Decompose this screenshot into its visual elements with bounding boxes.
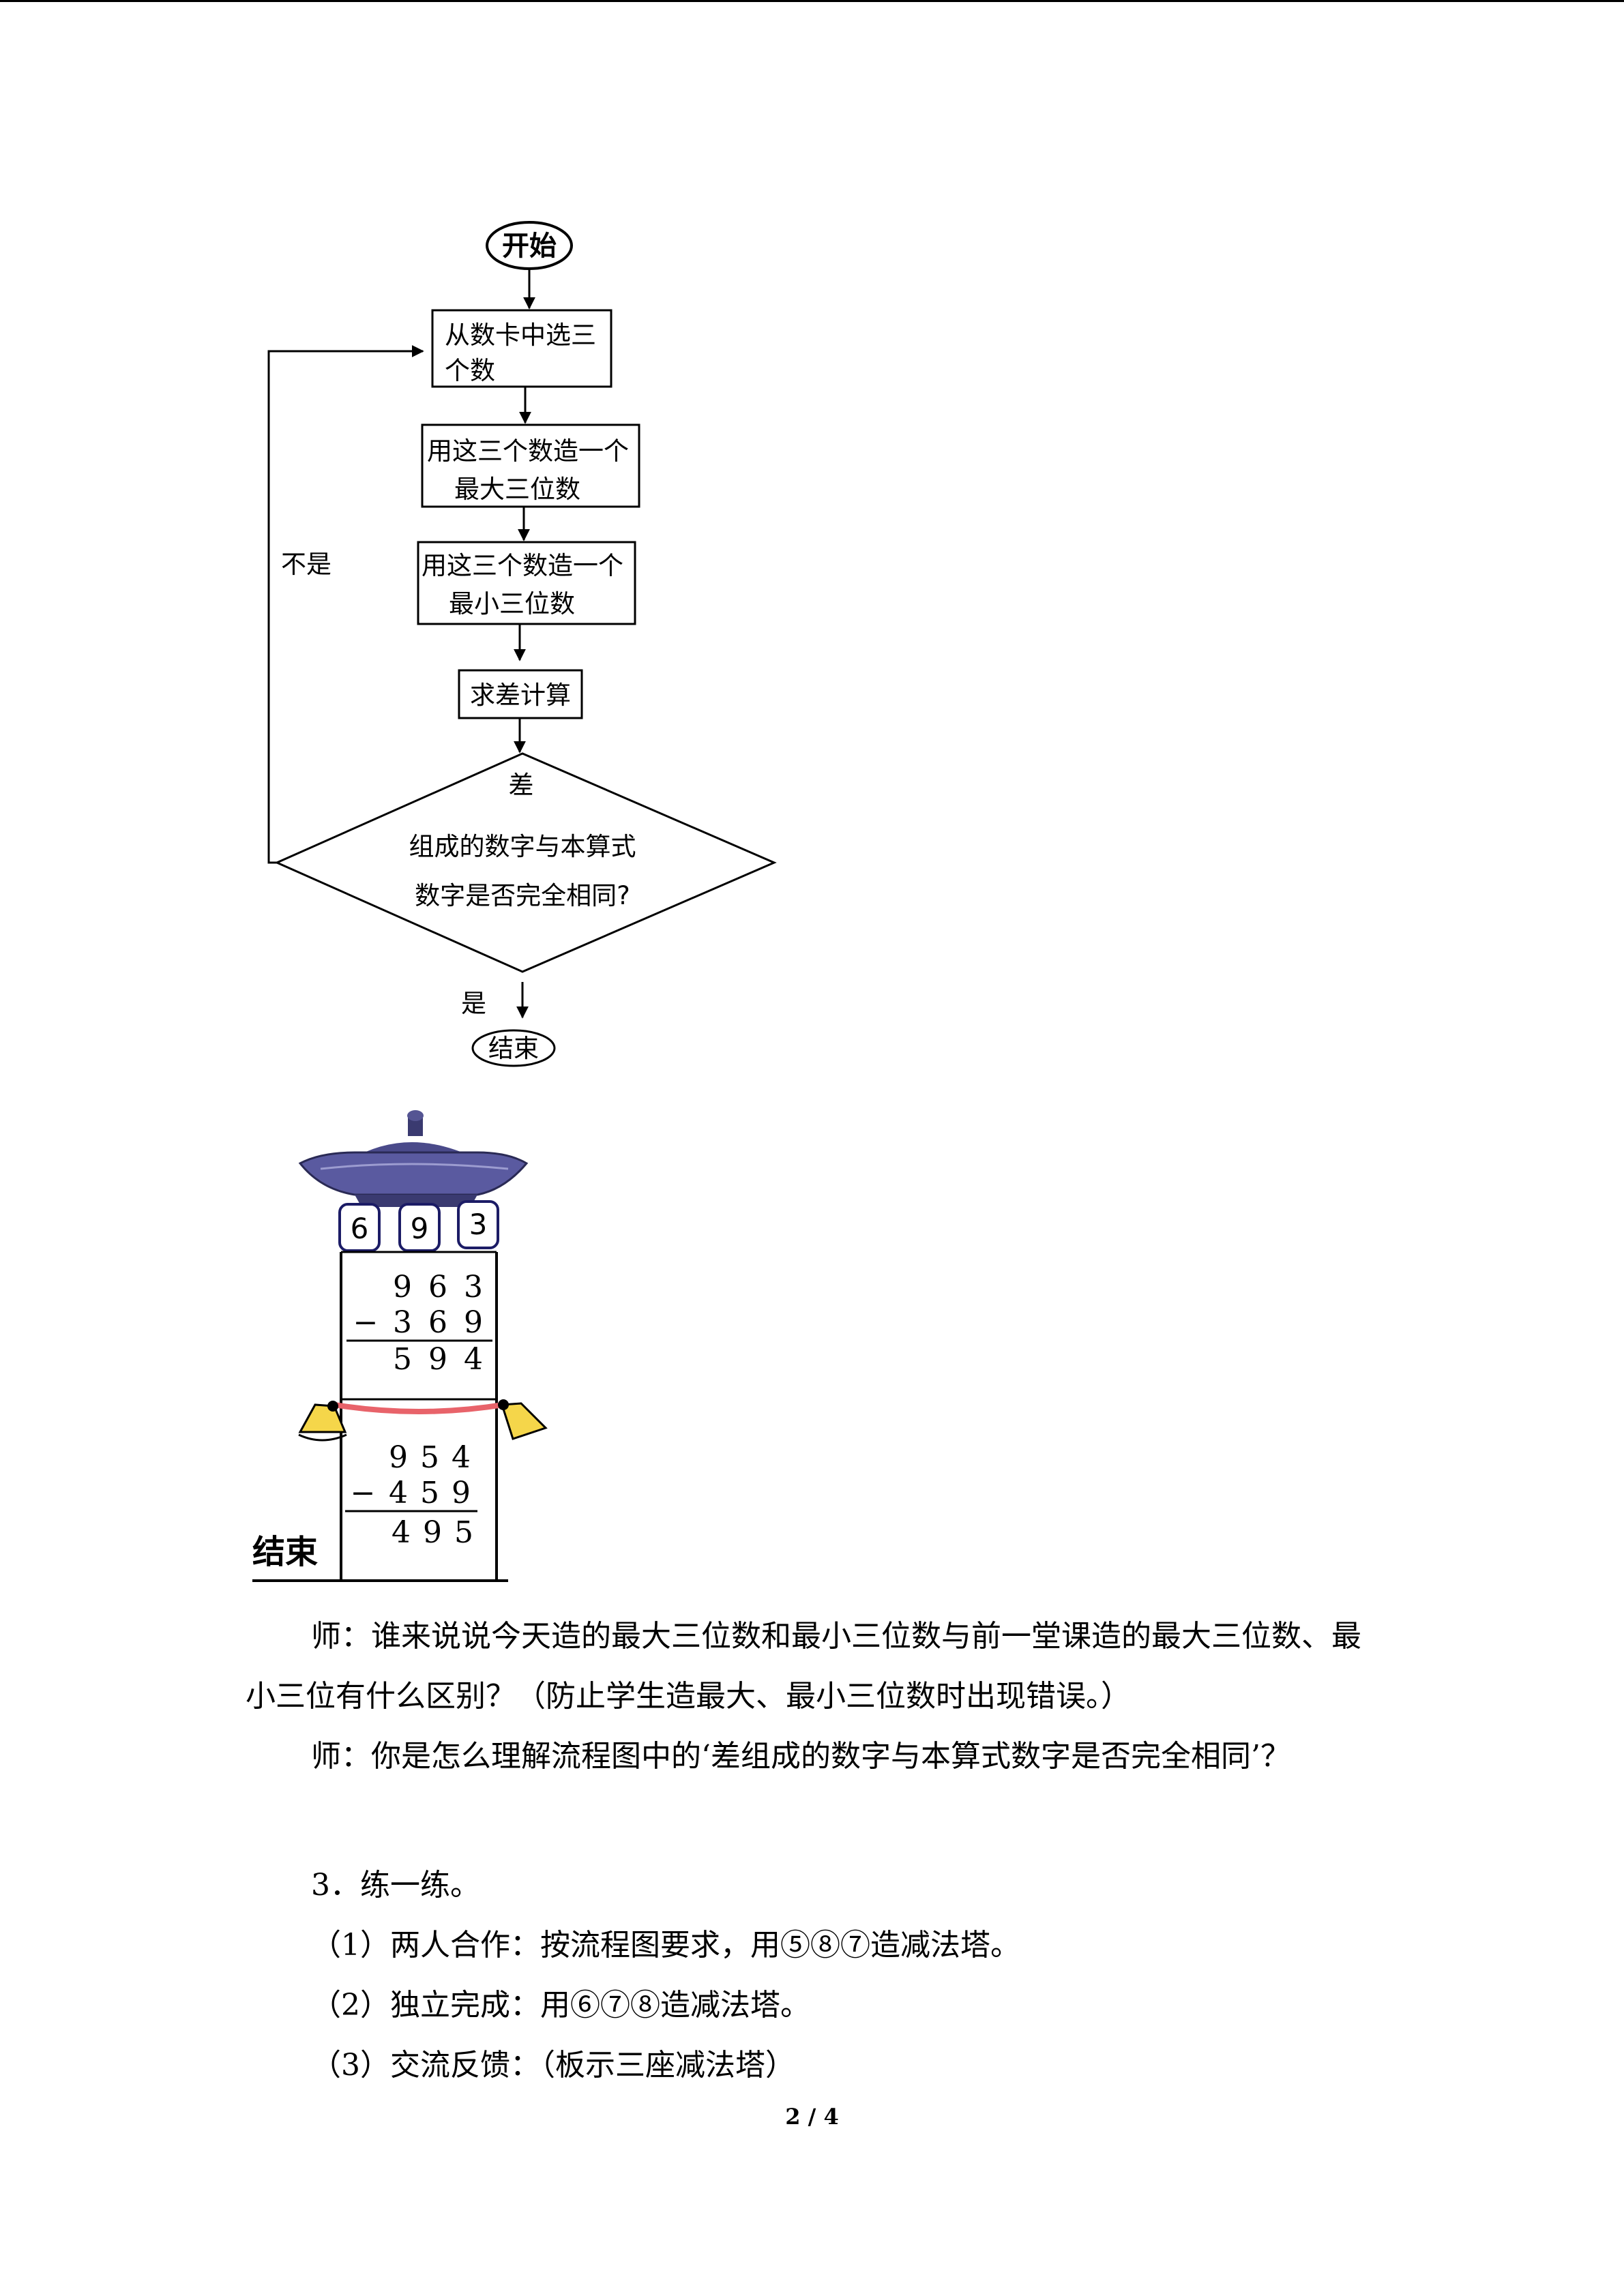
ribbon-bells-icon [298, 1398, 548, 1442]
loop-back-line [267, 345, 424, 864]
block2-subtrahend: 9 [452, 1476, 471, 1510]
block1-result: 5 [393, 1342, 412, 1377]
pagoda-roof-icon [298, 1110, 529, 1207]
block1-minuend: 3 [464, 1270, 483, 1304]
exercise-item-2: （2）独立完成：用⑥⑦⑧造减法塔。 [311, 1988, 810, 2023]
exercise-heading: 3．练一练。 [311, 1868, 480, 1903]
exercise-item-1: （1）两人合作：按流程图要求，用⑤⑧⑦造减法塔。 [311, 1928, 1020, 1963]
step-max-box [421, 423, 640, 508]
block1-subtrahend: 3 [393, 1305, 412, 1340]
block2-result: 5 [454, 1515, 473, 1550]
page-number: 2 / 4 [785, 2104, 839, 2130]
step-min-box [417, 541, 636, 625]
step-max-line1: 用这三个数造一个 [427, 436, 629, 466]
decision-diamond [274, 752, 777, 973]
number-cards: 6 9 3 [338, 1200, 499, 1252]
page-top-border [0, 0, 1624, 2]
block1-result: 4 [464, 1342, 483, 1377]
card-digit: 3 [469, 1208, 488, 1241]
start-label: 开始 [502, 230, 557, 262]
decision-line1: 差 [509, 771, 534, 800]
block2-minuend: 5 [420, 1440, 439, 1475]
block2-subtrahend: 5 [420, 1476, 439, 1510]
yes-label: 是 [461, 989, 486, 1018]
flowchart: 开始 从数卡中选三 个数 用这三个数造一个 最大三位数 用这三个数造一个 最小三… [267, 221, 777, 1067]
step-diff-label: 求差计算 [470, 681, 571, 710]
card-digit: 6 [351, 1212, 369, 1245]
block2-minuend: 9 [389, 1440, 408, 1475]
step-max-line2: 最大三位数 [454, 475, 580, 504]
step-diff-box [458, 669, 583, 719]
paragraph-teacher-question-1: 师：谁来说说今天造的最大三位数和最小三位数与前一堂课造的最大三位数、最小三位有什… [246, 1619, 1361, 1714]
paragraph-teacher-question-2: 师：你是怎么理解流程图中的‘差组成的数字与本算式数字是否完全相同’？ [311, 1739, 1290, 1774]
block2-result: 9 [423, 1515, 442, 1550]
exercise-item-3: （3）交流反馈：（板示三座减法塔） [311, 2048, 795, 2083]
tower-end-label: 结束 [252, 1533, 318, 1571]
step-select-line2: 个数 [445, 356, 495, 385]
block2-result: 4 [392, 1515, 411, 1550]
block2-subtrahend: 4 [389, 1476, 408, 1510]
decision-line3: 数字是否完全相同? [415, 881, 630, 910]
block2-minuend: 4 [452, 1440, 471, 1475]
step-min-line2: 最小三位数 [449, 589, 575, 618]
block1-subtrahend: 9 [464, 1305, 483, 1340]
card-digit: 9 [411, 1212, 429, 1245]
block2-operator: − [351, 1476, 376, 1510]
block1-minuend: 9 [393, 1270, 412, 1304]
end-label: 结束 [488, 1034, 539, 1063]
block1-subtrahend: 6 [428, 1305, 447, 1340]
step-select-line1: 从数卡中选三 [445, 320, 596, 350]
block1-operator: − [353, 1305, 379, 1340]
step-select-box [431, 309, 612, 388]
subtraction-tower: 6 9 3 9 6 3 − 3 6 9 5 9 4 9 5 4 − 4 5 9 … [252, 1110, 548, 1582]
decision-line2: 组成的数字与本算式 [409, 832, 636, 861]
step-min-line1: 用这三个数造一个 [422, 551, 623, 580]
block1-minuend: 6 [428, 1270, 447, 1304]
no-label: 不是 [281, 550, 331, 579]
block1-result: 9 [428, 1342, 447, 1377]
end-oval [471, 1029, 556, 1067]
